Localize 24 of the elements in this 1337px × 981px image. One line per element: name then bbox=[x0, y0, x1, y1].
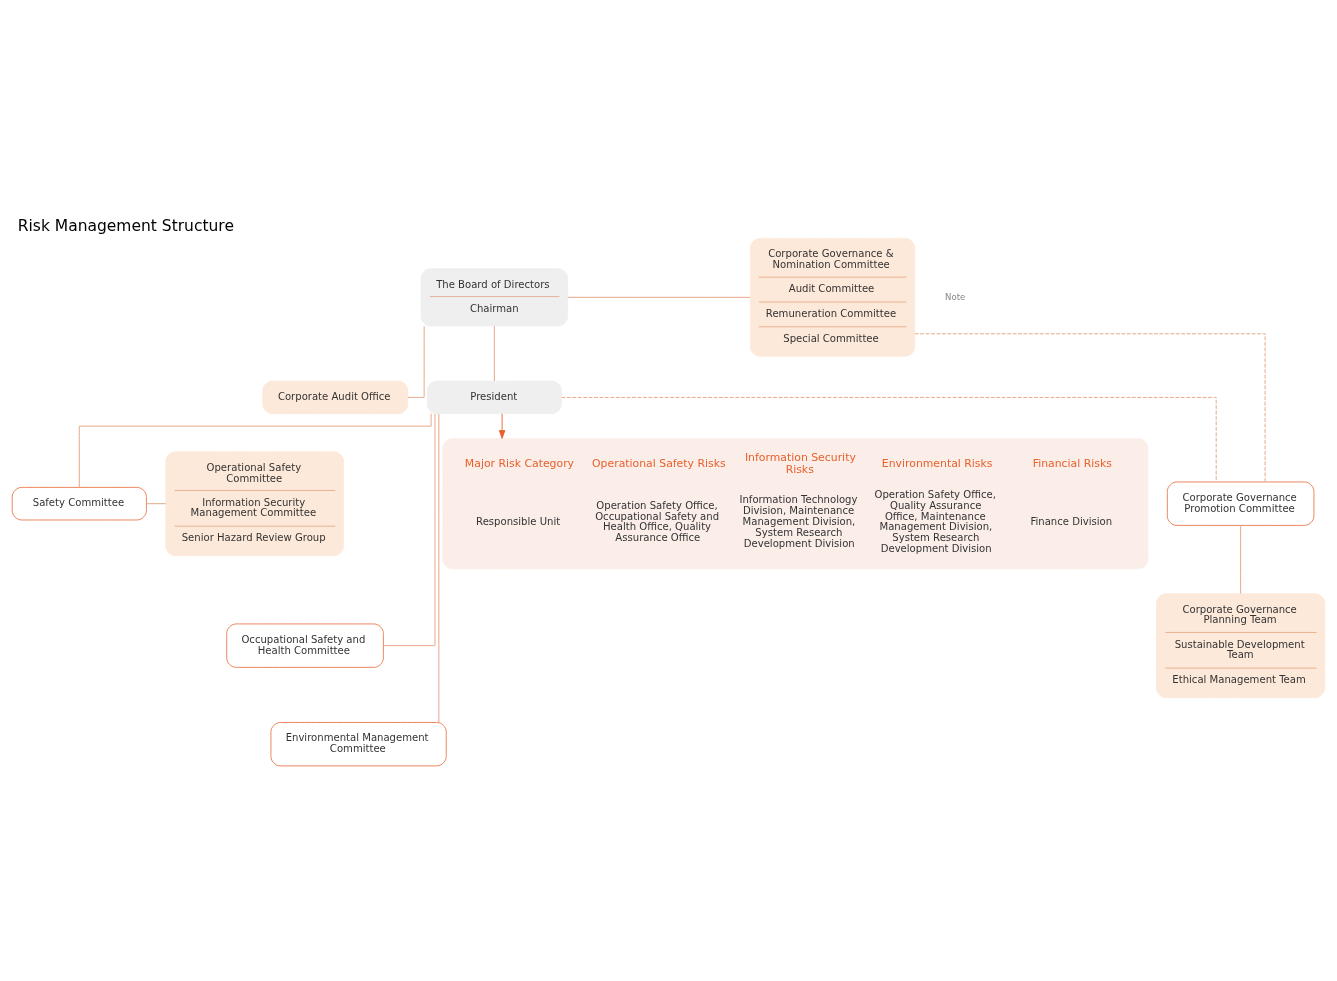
connector bbox=[561, 396, 1217, 483]
arrow bbox=[498, 413, 506, 439]
connector bbox=[914, 333, 1266, 483]
connector bbox=[567, 296, 751, 298]
label: Note bbox=[945, 291, 966, 302]
connector bbox=[383, 413, 436, 647]
node-box: Corporate Audit Office bbox=[262, 380, 409, 415]
connector bbox=[146, 503, 167, 505]
node-box: Safety Committee bbox=[11, 487, 147, 521]
connector bbox=[1240, 525, 1242, 594]
node-box: Major Risk Category Operational Safety Risks Information Security Risks Environmental Risks Financial Risks Responsible Unit Operation Safety Office, Occupational Safety and Health Office, Quality Assurance Office Information Technology Division, Maintenance Management Division, System Research Development Division Operation Safety Office, Quality Assurance Office, Maintenance Management Division, System Research Development Division Finance Division bbox=[442, 438, 1149, 570]
node-box: Occupational Safety and Health Committee bbox=[226, 623, 384, 668]
node-box: Corporate Governance Promotion Committee bbox=[1166, 481, 1315, 526]
connector bbox=[493, 325, 495, 382]
connector bbox=[407, 325, 425, 398]
diagram-title: Risk Management Structure bbox=[17, 216, 234, 235]
connector bbox=[438, 413, 440, 723]
node-box: The Board of Directors Chairman bbox=[420, 268, 569, 327]
node-box: Operational Safety Committee Information Security Management Committee Senior Hazard Review Group bbox=[165, 451, 344, 557]
node-box: Corporate Governance Planning Team Sustainable Development Team Ethical Management Team bbox=[1156, 593, 1326, 698]
node-box: Corporate Governance & Nomination Committee Audit Committee Remuneration Committee Special Committee bbox=[749, 238, 916, 357]
node-box: Environmental Management Committee bbox=[270, 722, 447, 767]
node-box: President bbox=[426, 380, 562, 415]
connector bbox=[78, 413, 432, 488]
